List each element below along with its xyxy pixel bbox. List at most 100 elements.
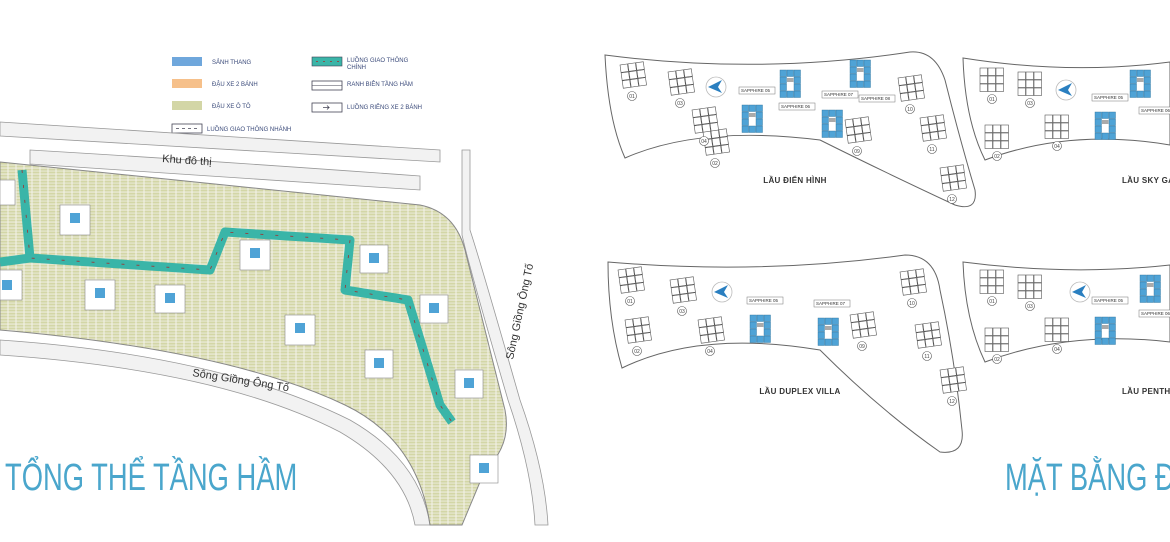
tower-number-badge xyxy=(927,144,937,154)
tower-number: 02 xyxy=(994,154,1000,160)
sapphire-tower xyxy=(741,104,763,133)
tower-block: 11 xyxy=(919,114,947,154)
tower-number: 04 xyxy=(707,349,713,355)
tower-number-badge xyxy=(922,351,932,361)
tower-block: 02 xyxy=(624,316,652,356)
tower-number-badge xyxy=(710,158,720,168)
tower-block: 12 xyxy=(939,164,967,204)
tower-number: 01 xyxy=(989,97,995,103)
legend-swatch-bike xyxy=(172,79,202,88)
sapphire-label: SAPPHIRE 05 xyxy=(1094,298,1124,303)
sapphire-tower xyxy=(821,109,843,138)
main-traffic-route xyxy=(17,169,456,425)
sapphire-tower xyxy=(779,69,801,98)
sapphire-label-box xyxy=(813,299,851,308)
tower-block: 04 xyxy=(691,106,719,146)
tower-number: 09 xyxy=(859,344,865,350)
tower-block: 04 xyxy=(1044,317,1069,354)
site-plan: Khu đô thị Sông Giồng Ông Tố Sông Giồng … xyxy=(0,121,549,526)
compass-north-arrow-icon xyxy=(1069,281,1091,303)
tower-number: 02 xyxy=(712,161,718,167)
plan-title: LẦU PENTHO xyxy=(1122,386,1170,396)
tower-number-badge xyxy=(625,296,635,306)
tower-number-badge xyxy=(1025,301,1035,311)
tower-number-badge xyxy=(852,146,862,156)
tower-block: 03 xyxy=(667,68,695,108)
tower-block: 10 xyxy=(899,268,927,308)
sapphire-label-box xyxy=(1091,93,1129,102)
sapphire-label-box xyxy=(1091,296,1129,305)
tower-number: 01 xyxy=(627,299,633,305)
tower-number: 12 xyxy=(949,197,955,203)
sapphire-label: SAPPHIRE 06 xyxy=(781,104,811,109)
plan-outline-duplex xyxy=(607,254,963,453)
sapphire-label-box xyxy=(821,90,859,99)
tower-number-badge xyxy=(947,396,957,406)
tower-number-badge xyxy=(677,306,687,316)
tower-block: 03 xyxy=(1017,274,1042,311)
sapphire-label: SAPPHIRE 08 xyxy=(861,96,891,101)
sapphire-label-box xyxy=(1138,106,1170,115)
tower-block: 12 xyxy=(939,366,967,406)
compass-north-arrow-icon xyxy=(705,76,727,98)
sapphire-label: SAPPHIRE 05 xyxy=(1094,95,1124,100)
tower-number: 11 xyxy=(929,147,934,153)
compass-north-arrow-icon xyxy=(1055,79,1077,101)
road-label-top: Khu đô thị xyxy=(162,153,212,168)
tower-number-badge xyxy=(699,136,709,146)
legend-swatch-car xyxy=(172,101,202,110)
legend-label: ĐẬU XE 2 BÁNH xyxy=(212,81,258,88)
legend-swatch-main-route xyxy=(311,56,343,67)
tower-number: 02 xyxy=(634,349,640,355)
tower-number-badge xyxy=(632,346,642,356)
sapphire-label-box xyxy=(1138,309,1170,318)
sapphire-label: SAPPHIRE 07 xyxy=(824,92,854,97)
tower-number: 01 xyxy=(989,299,995,305)
site-plan-title: TỔNG THỂ TẦNG HẦM xyxy=(5,456,297,500)
tower-number-badge xyxy=(705,346,715,356)
tower-block: 01 xyxy=(619,61,647,101)
tower-number: 10 xyxy=(907,107,913,113)
plan-title: LẦU ĐIỂN HÌNH xyxy=(763,175,826,185)
tower-number: 11 xyxy=(924,354,929,360)
tower-number: 10 xyxy=(909,301,915,307)
legend-label: ĐẬU XE Ô TÔ xyxy=(212,103,251,110)
sapphire-label-box xyxy=(778,102,816,111)
legend-label: CHÍNH xyxy=(347,64,366,71)
tower-number-badge xyxy=(1052,141,1062,151)
tower-number-badge xyxy=(987,296,997,306)
tower-number-badge xyxy=(992,151,1002,161)
tower-number-badge xyxy=(857,341,867,351)
legend-swatch-branch xyxy=(171,123,203,134)
sapphire-label: SAPPHIRE 05 xyxy=(749,298,779,303)
tower-number-badge xyxy=(1025,98,1035,108)
sapphire-label-box xyxy=(858,94,896,103)
compass-north-arrow-icon xyxy=(711,281,733,303)
tower-number-badge xyxy=(987,94,997,104)
sapphire-tower xyxy=(749,314,771,343)
tower-block: 04 xyxy=(1044,114,1069,151)
tower-number: 09 xyxy=(854,149,860,155)
tower-block: 01 xyxy=(979,67,1004,104)
sapphire-label: SAPPHIRE 06 xyxy=(1141,108,1170,113)
tower-block: 01 xyxy=(617,266,645,306)
legend-label: LUỒNG RIÊNG XE 2 BÁNH xyxy=(347,103,422,111)
tower-number: 01 xyxy=(629,94,635,100)
tower-block: 01 xyxy=(979,269,1004,306)
tower-number-badge xyxy=(905,104,915,114)
sapphire-tower xyxy=(817,317,839,346)
tower-number: 03 xyxy=(679,309,685,315)
tower-number-badge xyxy=(675,98,685,108)
legend-label: RANH BIÊN TẦNG HẦM xyxy=(347,80,413,88)
tower-block: 09 xyxy=(849,311,877,351)
sapphire-tower xyxy=(1094,316,1116,345)
tower-block: 03 xyxy=(669,276,697,316)
tower-number-badge xyxy=(627,91,637,101)
plan-title: LẦU DUPLEX VILLA xyxy=(759,386,840,396)
floor-plans-title: MẶT BẰNG ĐỊN xyxy=(1005,456,1170,500)
tower-number-badge xyxy=(1052,344,1062,354)
tower-block: 02 xyxy=(702,128,730,168)
sapphire-label: SAPPHIRE 07 xyxy=(816,301,846,306)
floor-plans xyxy=(604,51,1170,453)
tower-number: 04 xyxy=(1054,144,1060,150)
